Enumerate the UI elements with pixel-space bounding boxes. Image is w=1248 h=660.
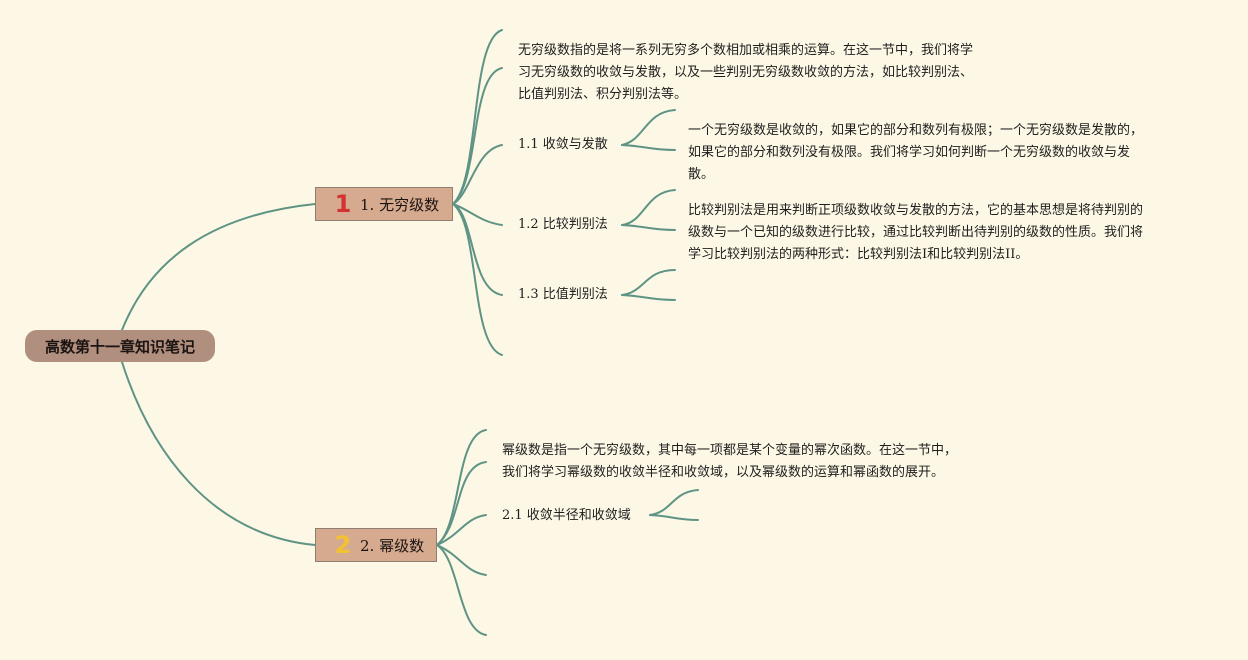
connector-sub11-down [621,144,676,151]
subtopic-label: 1.3 比值判别法 [518,287,608,302]
root-node[interactable]: 高数第十一章知识笔记 [25,330,215,362]
subtopic-label: 2.1 收敛半径和收敛域 [502,508,631,523]
branch-intro-note: 无穷级数指的是将一系列无穷多个数相加或相乘的运算。在这一节中，我们将学 习无穷级… [518,40,973,106]
subtopic-convergence-divergence[interactable]: 1.1 收敛与发散 [518,134,608,156]
note-line: 比值判别法、积分判别法等。 [518,87,688,102]
subtopic-label: 1.1 收敛与发散 [518,137,608,152]
note-line: 幂级数是指一个无穷级数，其中每一项都是某个变量的幂次函数。在这一节中， [502,443,958,458]
subtopic-radius-of-convergence[interactable]: 2.1 收敛半径和收敛域 [502,505,631,527]
connector-b2-intro [436,461,487,546]
branch-intro-note: 幂级数是指一个无穷级数，其中每一项都是某个变量的幂次函数。在这一节中， 我们将学… [502,440,957,484]
note-line: 比较判别法是用来判断正项级数收敛与发散的方法，它的基本思想是将待判别的 [688,203,1144,218]
subtopic-comparison-test[interactable]: 1.2 比较判别法 [518,214,608,236]
connector-sub12-down [621,224,676,231]
number-one-icon: 1 [334,190,352,218]
connector-b1-bottom [452,203,503,356]
connector-sub11-up [621,109,676,146]
subtopic-ratio-test[interactable]: 1.3 比值判别法 [518,284,608,306]
subtopic-note: 比较判别法是用来判断正项级数收敛与发散的方法，它的基本思想是将待判别的 级数与一… [688,200,1143,266]
note-line: 一个无穷级数是收敛的，如果它的部分和数列有极限；一个无穷级数是发散的， [688,123,1144,138]
note-line: 习无穷级数的收敛与发散，以及一些判别无穷级数收敛的方法，如比较判别法、 [518,65,974,80]
branch-label: 2. 幂级数 [360,536,425,555]
connector-root-branch-2 [121,361,316,546]
note-line: 如果它的部分和数列没有极限。我们将学习如何判断一个无穷级数的收敛与发 [688,145,1131,160]
subtopic-note: 一个无穷级数是收敛的，如果它的部分和数列有极限；一个无穷级数是发散的， 如果它的… [688,120,1143,186]
connector-sub21-down [649,514,699,521]
note-line: 级数与一个已知的级数进行比较，通过比较判断出待判别的级数的性质。我们将 [688,225,1144,240]
connector-b2-sub1 [436,514,487,546]
note-line: 无穷级数指的是将一系列无穷多个数相加或相乘的运算。在这一节中，我们将学 [518,43,974,58]
connector-sub21-up [649,489,699,516]
note-line: 我们将学习幂级数的收敛半径和收敛域，以及幂级数的运算和幂函数的展开。 [502,465,945,480]
connector-b2-bottom [436,544,487,636]
connector-sub13-down [621,294,676,301]
branch-node-power-series[interactable]: 2 2. 幂级数 [315,528,437,562]
connector-sub12-up [621,189,676,226]
branch-label: 1. 无穷级数 [360,195,440,214]
connector-b1-sub1 [452,144,503,205]
note-line: 学习比较判别法的两种形式：比较判别法I和比较判别法II。 [688,247,1029,262]
connector-sub13-up [621,269,676,296]
branch-node-infinite-series[interactable]: 1 1. 无穷级数 [315,187,453,221]
subtopic-label: 1.2 比较判别法 [518,217,608,232]
connector-b1-intro [452,67,503,205]
root-title: 高数第十一章知识笔记 [44,337,195,356]
connector-root-branch-1 [121,203,316,331]
connector-b2-mid [436,544,487,576]
number-two-icon: 2 [334,531,352,559]
note-line: 散。 [688,167,715,182]
